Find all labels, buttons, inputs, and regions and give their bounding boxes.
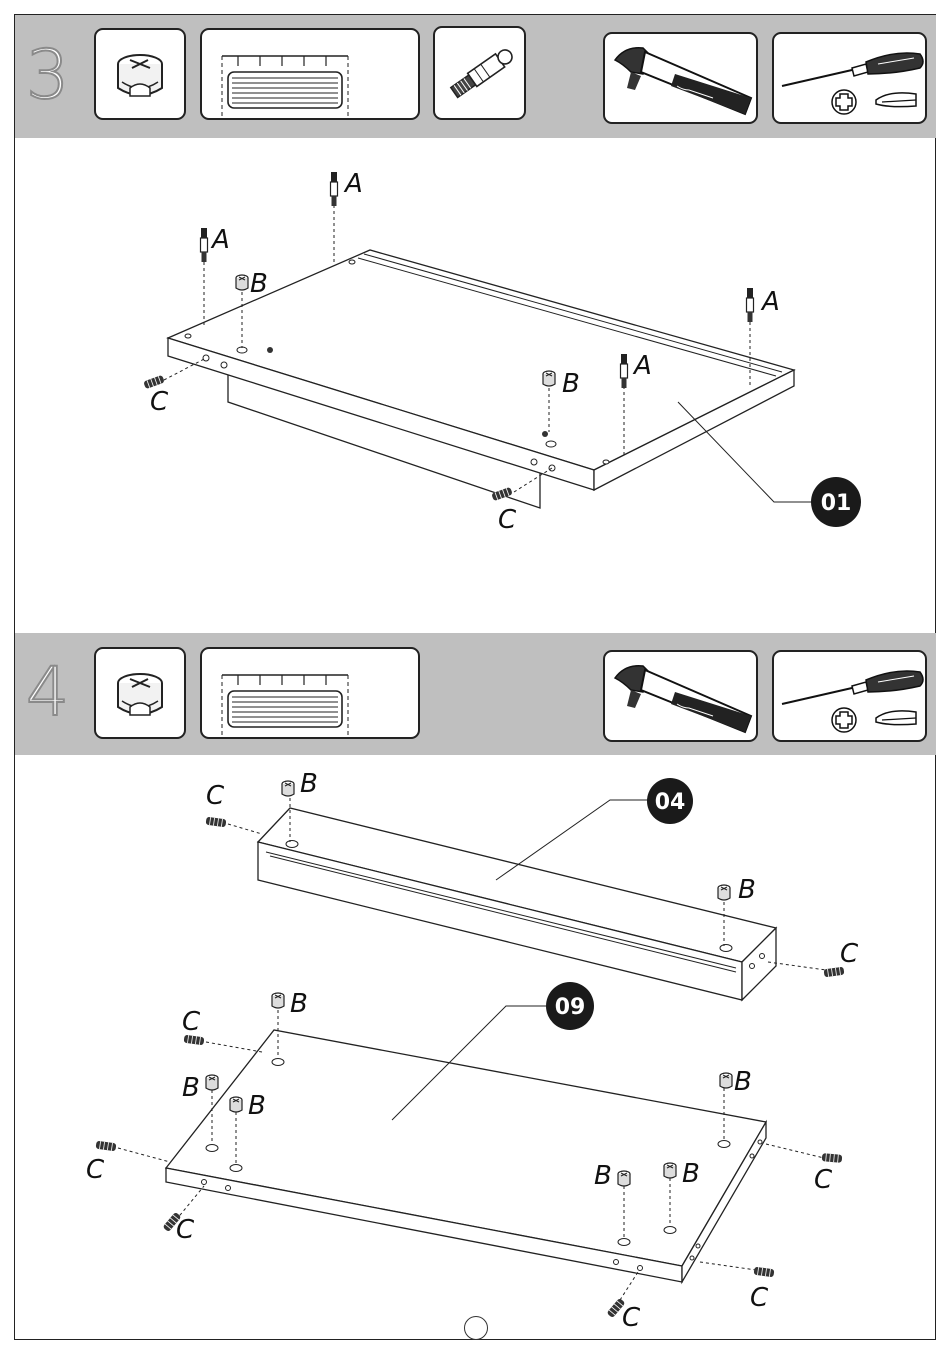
label-C: C: [150, 387, 169, 417]
label-C: C: [498, 505, 517, 535]
label-C: C: [840, 939, 859, 969]
label-A: A: [760, 287, 780, 317]
label-B: B: [182, 1073, 200, 1103]
label-A: A: [343, 169, 363, 199]
label-B: B: [594, 1161, 612, 1191]
label-A: A: [210, 225, 230, 255]
label-B: B: [682, 1159, 700, 1189]
label-B: B: [290, 989, 308, 1019]
back-panel-04: [258, 808, 776, 1000]
label-B: B: [300, 769, 318, 799]
page-number-circle: [464, 1316, 488, 1340]
svg-text:04: 04: [655, 790, 686, 815]
label-B: B: [250, 269, 268, 299]
label-C: C: [182, 1007, 201, 1037]
label-C: C: [814, 1165, 833, 1195]
label-B: B: [734, 1067, 752, 1097]
label-B: B: [738, 875, 756, 905]
label-C: C: [750, 1283, 769, 1313]
label-A: A: [632, 351, 652, 381]
svg-text:01: 01: [821, 491, 852, 516]
part-badge-09: 09: [546, 982, 594, 1030]
label-B: B: [562, 369, 580, 399]
label-B: B: [248, 1091, 266, 1121]
part-badge-04: 04: [647, 778, 693, 824]
svg-text:09: 09: [555, 995, 586, 1020]
bottom-panel-09: [166, 1030, 766, 1282]
part-badge-01: 01: [811, 477, 861, 527]
label-C: C: [176, 1215, 195, 1245]
label-C: C: [86, 1155, 105, 1185]
label-C: C: [622, 1303, 641, 1333]
label-C: C: [206, 781, 225, 811]
